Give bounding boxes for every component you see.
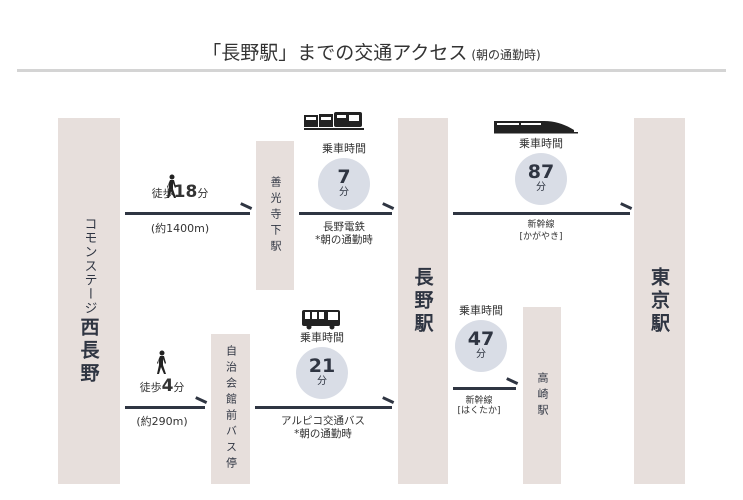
- station-takasaki: 高崎駅: [523, 307, 561, 484]
- station-origin: コモンステージ西長野: [58, 118, 120, 484]
- zenkojishita-label: 善光寺下駅: [269, 175, 282, 256]
- walking-person-icon: [167, 174, 176, 198]
- kagayaki-ride-label: 乗車時間: [519, 137, 563, 150]
- walk2-unit: 分: [173, 381, 185, 394]
- station-jichikaikan: 自治会館前バス停: [211, 334, 250, 484]
- walk1-time: 徒歩18分: [140, 184, 220, 201]
- page-title: 「長野駅」までの交通アクセス(朝の通勤時): [0, 38, 743, 65]
- bus-ride-label: 乗車時間: [300, 331, 344, 344]
- title-sub: (朝の通勤時): [471, 48, 541, 62]
- hakutaka-name: [はくたか]: [457, 406, 501, 416]
- train-unit: 分: [339, 187, 349, 198]
- nagano-label: 長野駅: [411, 266, 434, 336]
- origin-name: 西長野: [77, 316, 100, 386]
- bus-unit: 分: [317, 376, 327, 387]
- title-main: 「長野駅」までの交通アクセス: [202, 42, 468, 64]
- walk1-prefix: 徒歩: [151, 187, 174, 200]
- kagayaki-name: [かがやき]: [519, 232, 563, 242]
- kagayaki-unit: 分: [536, 182, 546, 193]
- train-note: *朝の通勤時: [315, 234, 373, 246]
- train-icon: [304, 112, 364, 130]
- arrow-walk1: [125, 212, 250, 215]
- arrow-hakutaka: [453, 387, 516, 390]
- walking-person-icon: [157, 350, 166, 374]
- kagayaki-minutes: 87: [527, 161, 555, 183]
- origin-prefix: コモンステージ: [81, 216, 97, 315]
- bus-icon: [302, 310, 340, 330]
- bus-line: アルピコ交通バス: [281, 415, 365, 427]
- station-tokyo: 東京駅: [634, 118, 685, 484]
- walk2-prefix: 徒歩: [139, 381, 162, 394]
- walk2-distance: (約290m): [136, 415, 188, 428]
- arrow-kagayaki: [453, 212, 630, 215]
- hakutaka-line: 新幹線: [465, 396, 493, 406]
- shinkansen-icon: [494, 121, 578, 134]
- jichikaikan-label: 自治会館前バス停: [224, 345, 238, 473]
- bus-note: *朝の通勤時: [294, 428, 352, 440]
- train-minutes: 7: [337, 166, 351, 188]
- walk1-minutes: 18: [173, 182, 198, 202]
- bus-minutes: 21: [308, 355, 336, 377]
- train-ride-label: 乗車時間: [322, 142, 366, 155]
- walk1-distance: (約1400m): [150, 222, 210, 235]
- hakutaka-ride-label: 乗車時間: [459, 304, 503, 317]
- walk2-minutes: 4: [161, 376, 174, 396]
- walk1-unit: 分: [197, 187, 209, 200]
- takasaki-label: 高崎駅: [536, 371, 549, 420]
- walk2-time: 徒歩4分: [122, 378, 202, 395]
- hakutaka-unit: 分: [476, 349, 486, 360]
- arrow-walk2: [125, 406, 205, 409]
- hakutaka-minutes: 47: [467, 328, 495, 350]
- tokyo-label: 東京駅: [648, 266, 670, 336]
- station-nagano: 長野駅: [398, 118, 448, 484]
- arrow-train: [299, 212, 392, 215]
- arrow-bus: [255, 406, 392, 409]
- station-zenkojishita: 善光寺下駅: [256, 141, 294, 290]
- kagayaki-line: 新幹線: [527, 220, 555, 230]
- train-line: 長野電鉄: [323, 221, 365, 233]
- title-divider: [17, 69, 726, 72]
